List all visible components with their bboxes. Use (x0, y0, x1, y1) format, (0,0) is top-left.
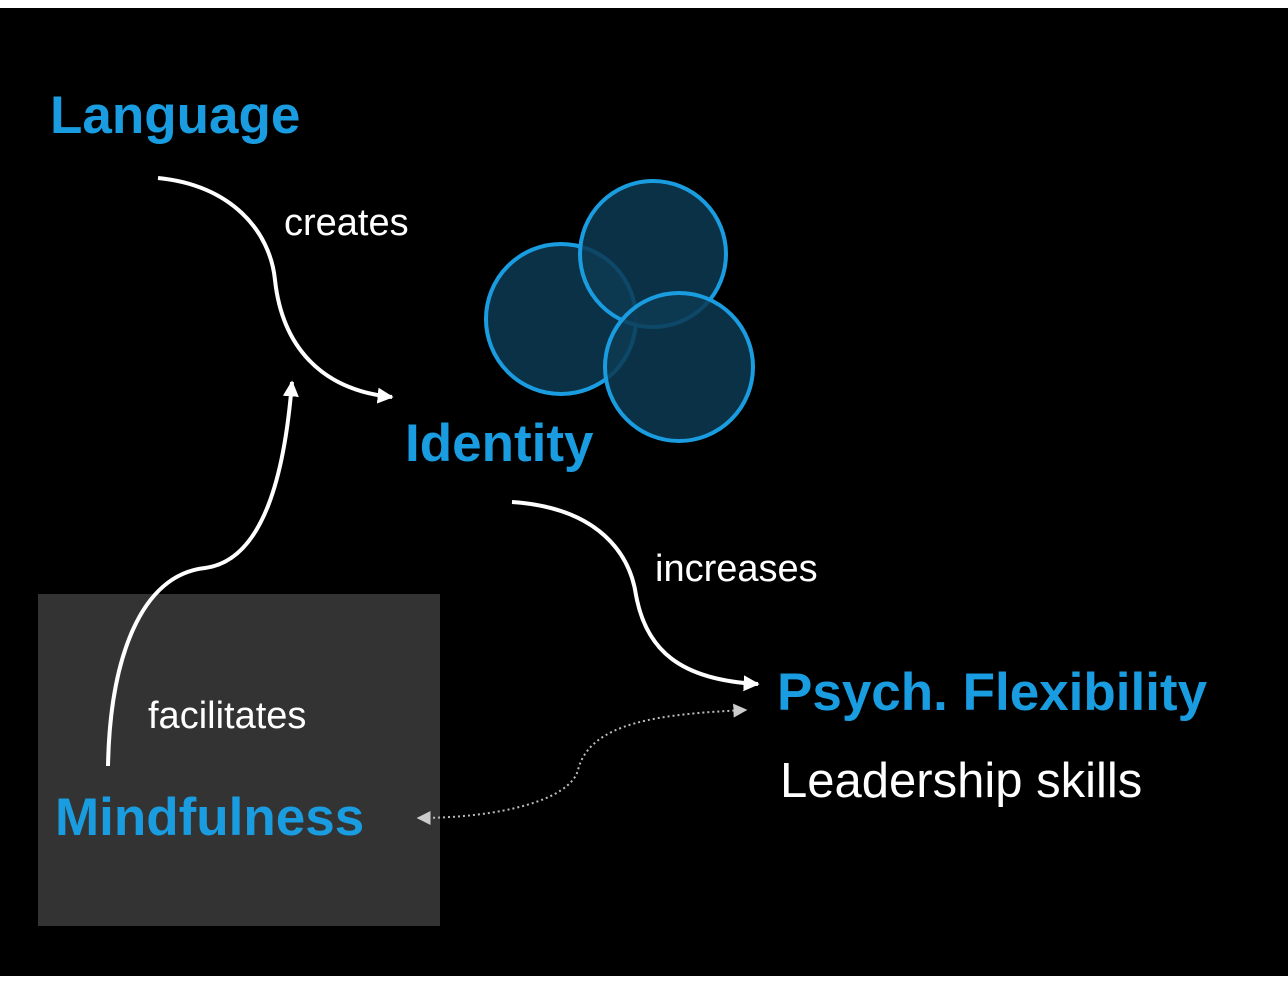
arrow-creates (157, 176, 394, 404)
arrow-increases (511, 500, 760, 692)
edge-label-facilitates: facilitates (148, 695, 307, 737)
arrow-dotted-link (416, 703, 748, 825)
node-psych-flexibility: Psych. Flexibility (777, 663, 1208, 722)
node-language: Language (50, 86, 301, 145)
edge-label-increases: increases (655, 548, 818, 590)
node-identity: Identity (405, 414, 594, 473)
mindfulness-panel (38, 594, 440, 926)
edge-label-creates: creates (284, 202, 409, 244)
node-mindfulness: Mindfulness (55, 788, 365, 847)
arrow-facilitates (106, 380, 299, 767)
overlapping-circles-icon (484, 179, 755, 443)
outcome-leadership-skills: Leadership skills (780, 754, 1143, 808)
